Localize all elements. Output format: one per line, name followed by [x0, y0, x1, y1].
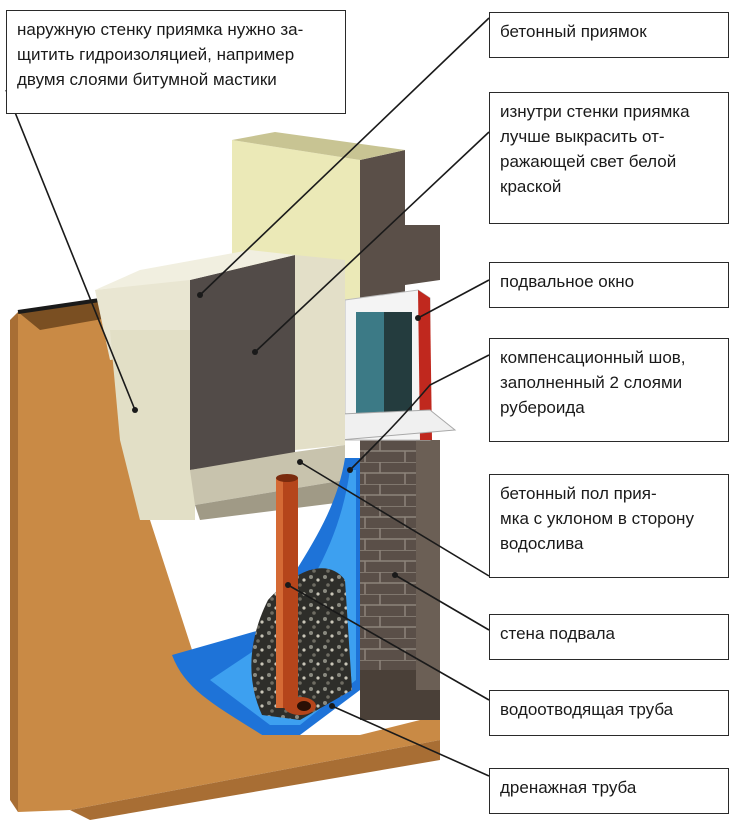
- label-drainage-pipe: дренажная труба: [489, 768, 729, 814]
- label-concrete-lightwell: бетонный приямок: [489, 12, 729, 58]
- label-inner-white-paint: изнутри стенки приямка лучше выкрасить о…: [489, 92, 729, 224]
- label-expansion-joint: компенсационный шов, заполненный 2 слоям…: [489, 338, 729, 442]
- label-basement-wall: стена подвала: [489, 614, 729, 660]
- label-sloped-floor: бетонный пол прия- мка с уклоном в сторо…: [489, 474, 729, 578]
- leader-lines: [5, 17, 490, 777]
- basement-wall: [360, 440, 440, 720]
- drain-pipe: [276, 474, 316, 715]
- concrete-lightwell: [95, 250, 345, 520]
- basement-window: [318, 289, 457, 441]
- label-drain-pipe: водоотводящая труба: [489, 690, 729, 736]
- label-basement-window: подвальное окно: [489, 262, 729, 308]
- label-outer-waterproofing: наружную стенку приямка нужно за- щитить…: [6, 10, 346, 114]
